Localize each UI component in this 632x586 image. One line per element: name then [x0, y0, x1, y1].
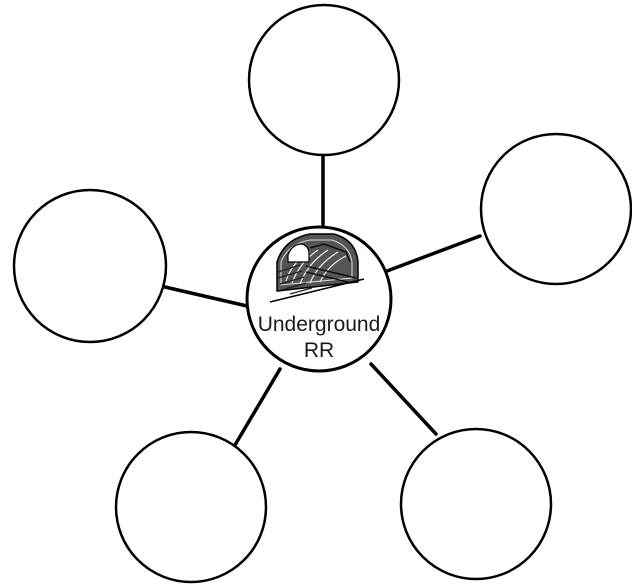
connectors [163, 153, 482, 447]
connector-bottom-left [233, 367, 282, 447]
outer-node-right[interactable] [479, 132, 632, 286]
connector-right [385, 234, 482, 273]
tunnel-illustration-icon [269, 233, 365, 303]
outer-nodes [12, 3, 632, 584]
outer-node-top[interactable] [247, 3, 401, 157]
outer-node-bottom-right[interactable] [399, 427, 553, 581]
outer-node-left[interactable] [12, 188, 168, 344]
center-label-line2: RR [304, 339, 334, 362]
connector-left [163, 285, 249, 308]
center-label-line1: Underground [258, 313, 381, 336]
center-node: Underground RR [245, 225, 393, 373]
outer-node-bottom-left[interactable] [114, 430, 268, 584]
connector-bottom-right [369, 362, 438, 436]
